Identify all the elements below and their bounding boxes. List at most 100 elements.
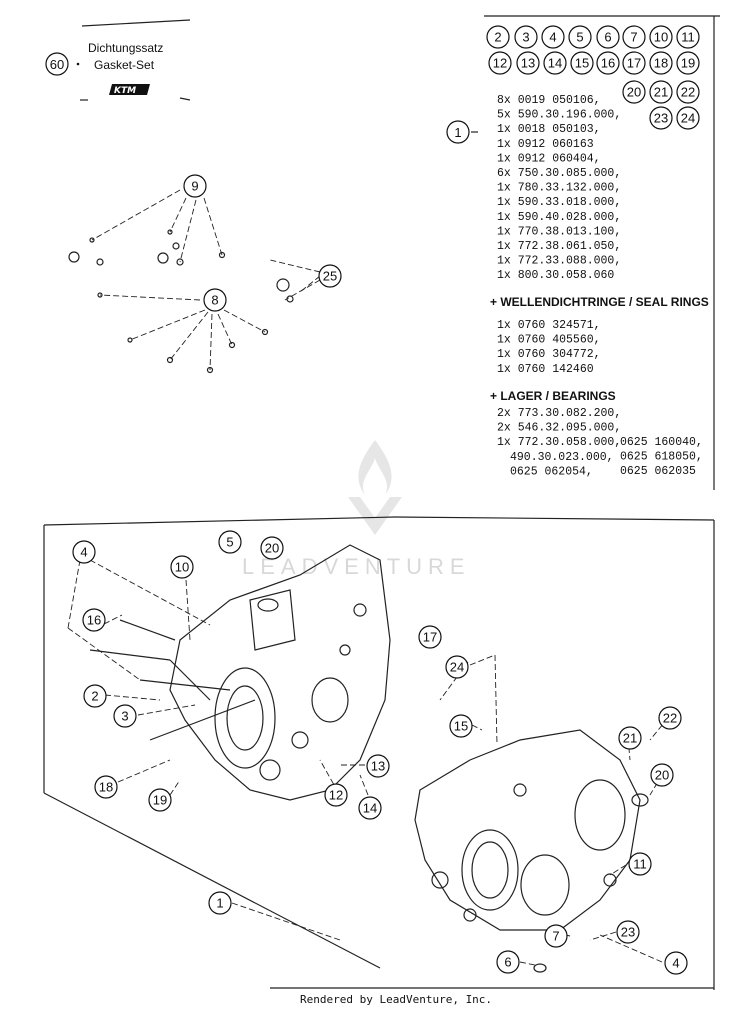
callout-20: 20 — [650, 763, 674, 787]
callout-1: 1 — [208, 891, 232, 915]
bearing-line: 0625 062035 — [620, 465, 696, 478]
included-callout-circle — [486, 25, 510, 49]
callout-14-circle — [358, 796, 382, 820]
included-callout-number: 6 — [604, 30, 611, 45]
included-callout-circle — [516, 51, 540, 75]
right-crankcase-half — [414, 729, 666, 973]
callout-25: 25 — [318, 264, 342, 288]
bearing-line: 0625 062054, — [510, 465, 593, 478]
seal-ring-line: 1x 0760 324571, — [497, 319, 601, 332]
included-callout: 10 — [649, 25, 673, 49]
callout-5-number: 5 — [226, 535, 233, 550]
included-callout: 17 — [622, 51, 646, 75]
part-number-line: 1x 0018 050103, — [497, 123, 601, 136]
callout-4-circle — [72, 540, 96, 564]
callout-20: 20 — [260, 536, 284, 560]
included-callout: 11 — [676, 25, 700, 49]
included-callout-number: 10 — [654, 30, 668, 45]
bearing-line: 0625 618050, — [620, 451, 703, 464]
callout-22: 22 — [658, 706, 682, 730]
bearings-list: 2x 773.30.082.200,2x 546.32.095.000,1x 7… — [497, 407, 703, 478]
callout-21: 21 — [618, 726, 642, 750]
included-callout-circle — [514, 25, 538, 49]
callout-19-circle — [148, 788, 172, 812]
included-callout: 16 — [596, 51, 620, 75]
included-callout-number: 14 — [548, 56, 562, 71]
included-callout: 15 — [570, 51, 594, 75]
callout-1-circle — [208, 891, 232, 915]
callout-17-circle — [418, 625, 442, 649]
callout-21-number: 21 — [623, 731, 637, 746]
included-callout-circle — [568, 25, 592, 49]
callout-9-number: 9 — [191, 179, 198, 194]
callout-24: 24 — [445, 655, 469, 679]
included-callout: 18 — [649, 51, 673, 75]
included-callout-circle — [649, 106, 673, 130]
included-callout-number: 5 — [576, 30, 583, 45]
callout-24-number: 24 — [450, 660, 464, 675]
included-callout-number: 12 — [493, 56, 507, 71]
callout-5-circle — [218, 530, 242, 554]
callout-18-circle — [94, 775, 118, 799]
included-callout-number: 23 — [654, 111, 668, 126]
included-callout: 23 — [649, 106, 673, 130]
callout-14-number: 14 — [363, 801, 377, 816]
callout-7-number: 7 — [552, 929, 559, 944]
included-callout-number: 3 — [522, 30, 529, 45]
included-callout: 20 — [622, 80, 646, 104]
callout-1-number: 1 — [216, 896, 223, 911]
callout-21-circle — [618, 726, 642, 750]
included-callout: 5 — [568, 25, 592, 49]
seal-ring-line: 1x 0760 304772, — [497, 348, 601, 361]
callout-4-number: 4 — [672, 956, 679, 971]
part-number-line: 1x 590.40.028.000, — [497, 211, 621, 224]
callout-2-circle — [83, 684, 107, 708]
callout-11: 11 — [628, 852, 652, 876]
callout-1-kit-number: 1 — [454, 125, 461, 140]
included-callout: 3 — [514, 25, 538, 49]
included-callout: 14 — [543, 51, 567, 75]
parts-list: 8x 0019 050106,5x 590.30.196.000,1x 0018… — [497, 94, 621, 282]
part-number-line: 1x 0912 060163 — [497, 138, 594, 151]
callout-8-number: 8 — [211, 293, 218, 308]
part-number-line: 1x 770.38.013.100, — [497, 225, 621, 238]
callout-2-number: 2 — [91, 689, 98, 704]
included-callout: 12 — [488, 51, 512, 75]
included-callout: 2 — [486, 25, 510, 49]
callout-12-number: 12 — [329, 788, 343, 803]
included-callout-number: 11 — [681, 30, 695, 45]
callout-3: 3 — [113, 704, 137, 728]
included-callout: 19 — [676, 51, 700, 75]
included-callout-number: 18 — [654, 56, 668, 71]
callout-16-circle — [82, 608, 106, 632]
included-callout-number: 17 — [627, 56, 641, 71]
included-callout-number: 15 — [575, 56, 589, 71]
callout-25-number: 25 — [323, 269, 337, 284]
callout-15-circle — [449, 714, 473, 738]
callout-25-circle — [318, 264, 342, 288]
included-callout-number: 13 — [521, 56, 535, 71]
callout-15: 15 — [449, 714, 473, 738]
callout-22-number: 22 — [663, 711, 677, 726]
callout-22-circle — [658, 706, 682, 730]
included-callout-circle — [570, 51, 594, 75]
callout-18: 18 — [94, 775, 118, 799]
part-number-line: 6x 750.30.085.000, — [497, 167, 621, 180]
watermark-text: LEADVENTURE — [242, 554, 471, 579]
callout-11-number: 11 — [633, 857, 647, 872]
callout-2: 2 — [83, 684, 107, 708]
callout-7: 7 — [544, 924, 568, 948]
included-callout: 6 — [596, 25, 620, 49]
callout-23-circle — [616, 920, 640, 944]
callout-10-number: 10 — [175, 560, 189, 575]
part-number-line: 1x 780.33.132.000, — [497, 182, 621, 195]
upper-callouts: 9 8 25 — [183, 174, 342, 312]
callout-20-number: 20 — [655, 768, 669, 783]
included-callout-circle — [596, 51, 620, 75]
included-callout: 4 — [541, 25, 565, 49]
part-number-line: 1x 800.30.058.060 — [497, 269, 614, 282]
gasket-set-label-de: Dichtungssatz — [88, 41, 163, 55]
